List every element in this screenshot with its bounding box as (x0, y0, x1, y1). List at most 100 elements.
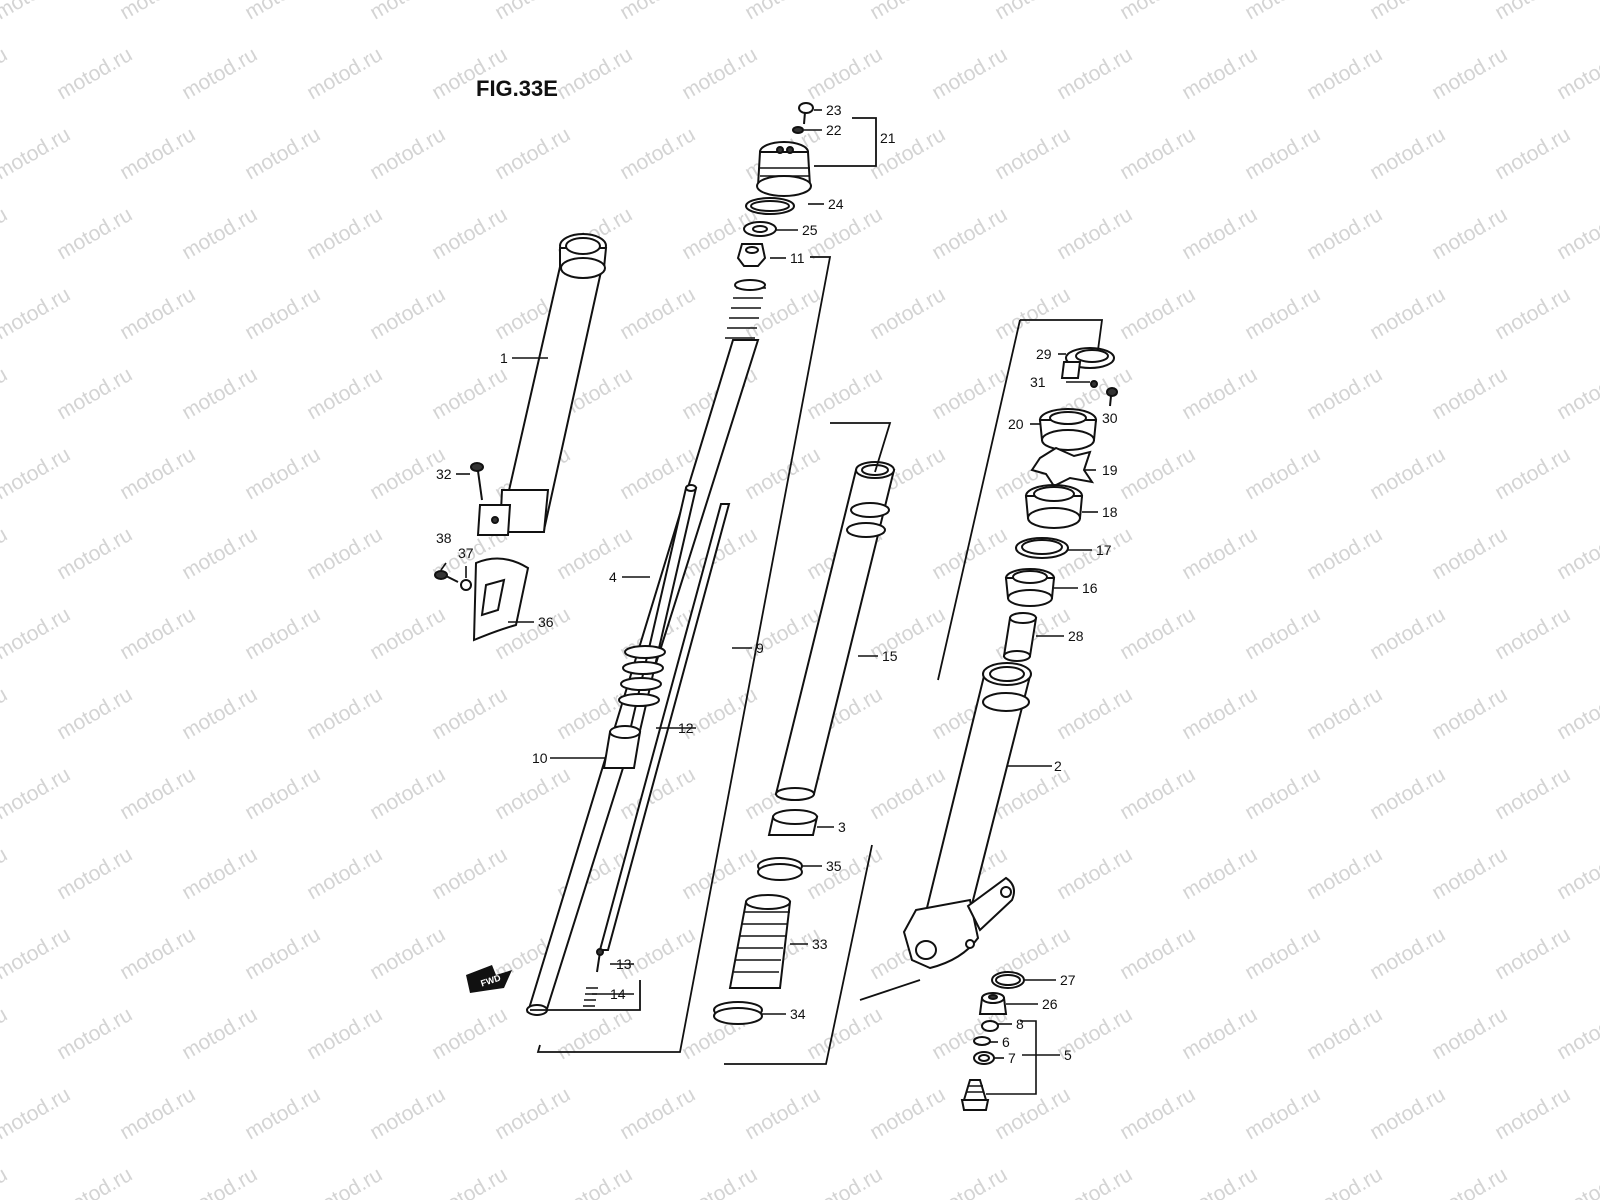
figure-title: FIG.33E (476, 76, 558, 101)
watermark-text: motod.ru (1241, 763, 1324, 824)
watermark-text: motod.ru (1428, 363, 1511, 424)
watermark-text: motod.ru (616, 0, 699, 24)
watermark-text: motod.ru (1553, 843, 1600, 904)
watermark-text: motod.ru (1553, 1003, 1600, 1064)
watermark-text: motod.ru (616, 283, 699, 344)
part-32-bolt (470, 462, 484, 501)
watermark-text: motod.ru (241, 763, 324, 824)
watermark-text: motod.ru (53, 683, 136, 744)
part-20-seal-holder (1038, 408, 1098, 451)
watermark-text: motod.ru (428, 683, 511, 744)
watermark-text: motod.ru (1366, 443, 1449, 504)
watermark-text: motod.ru (616, 763, 699, 824)
callout-4: 4 (609, 569, 617, 585)
watermark-text: motod.ru (1428, 1003, 1511, 1064)
callout-8: 8 (1016, 1016, 1024, 1032)
watermark-text: motod.ru (741, 443, 824, 504)
watermark-text: motod.ru (241, 123, 324, 184)
callout-13: 13 (616, 956, 632, 972)
callout-1: 1 (500, 350, 508, 366)
part-13-screw (596, 948, 604, 973)
part-6-o-ring (973, 1036, 991, 1046)
callout-34: 34 (790, 1006, 806, 1022)
callout-3: 3 (838, 819, 846, 835)
watermark-text: motod.ru (803, 363, 886, 424)
watermark-text: motod.ru (53, 523, 136, 584)
watermark-text: motod.ru (0, 363, 11, 424)
watermark-text: motod.ru (866, 603, 949, 664)
callout-6: 6 (1002, 1034, 1010, 1050)
watermark-text: motod.ru (1241, 1083, 1324, 1144)
watermark-text: motod.ru (1241, 923, 1324, 984)
callout-28: 28 (1068, 628, 1084, 644)
watermark-text: motod.ru (0, 123, 74, 184)
part-19-gasket (1030, 446, 1095, 488)
watermark-text: motod.ru (303, 363, 386, 424)
callout-37: 37 (458, 545, 474, 561)
watermark-text: motod.ru (428, 363, 511, 424)
watermark-text: motod.ru (1116, 923, 1199, 984)
watermark-text: motod.ru (1303, 843, 1386, 904)
watermark-text: motod.ru (178, 1003, 261, 1064)
watermark-text: motod.ru (428, 1003, 511, 1064)
watermark-text: motod.ru (1553, 203, 1600, 264)
watermark-text: motod.ru (303, 43, 386, 104)
watermark-text: motod.ru (366, 603, 449, 664)
watermark-text: motod.ru (1303, 1003, 1386, 1064)
watermark-text: motod.ru (1366, 123, 1449, 184)
watermark-text: motod.ru (1303, 363, 1386, 424)
watermark-text: motod.ru (303, 1163, 386, 1200)
callout-12: 12 (678, 720, 694, 736)
watermark-text: motod.ru (491, 763, 574, 824)
part-27-o-ring (991, 971, 1025, 989)
callout-36: 36 (538, 614, 554, 630)
watermark-text: motod.ru (178, 43, 261, 104)
watermark-text: motod.ru (1553, 43, 1600, 104)
watermark-text: motod.ru (0, 283, 74, 344)
part-29-clamp (1060, 347, 1115, 379)
watermark-text: motod.ru (491, 1083, 574, 1144)
watermark-text: motod.ru (1428, 843, 1511, 904)
watermark-text: motod.ru (303, 843, 386, 904)
watermark-text: motod.ru (1428, 43, 1511, 104)
watermark-text: motod.ru (1178, 523, 1261, 584)
watermark-text: motod.ru (178, 363, 261, 424)
watermark-text: motod.ru (1116, 123, 1199, 184)
watermark-text: motod.ru (1428, 1163, 1511, 1200)
callout-33: 33 (812, 936, 828, 952)
callout-15: 15 (882, 648, 898, 664)
watermark-text: motod.ru (1241, 0, 1324, 24)
watermark-text: motod.ru (366, 283, 449, 344)
watermark-text: motod.ru (1116, 1083, 1199, 1144)
watermark-text: motod.ru (991, 123, 1074, 184)
watermark-text: motod.ru (428, 843, 511, 904)
callout-23: 23 (826, 102, 842, 118)
watermark-text: motod.ru (678, 843, 761, 904)
part-28-spacer (1002, 612, 1038, 662)
part-25-washer (743, 221, 777, 237)
watermark-text: motod.ru (116, 123, 199, 184)
part-16-bushing (1004, 568, 1056, 607)
callout-labels: 1 2 3 4 5 6 7 8 9 10 11 12 13 14 15 16 1… (436, 102, 1118, 1066)
callout-30: 30 (1102, 410, 1118, 426)
callout-2: 2 (1054, 758, 1062, 774)
watermark-text: motod.ru (741, 283, 824, 344)
watermark-text: motod.ru (1553, 363, 1600, 424)
part-38-bolt (434, 570, 459, 583)
watermark-text: motod.ru (303, 1003, 386, 1064)
part-4-rebound-spring (618, 645, 666, 707)
watermark-text: motod.ru (678, 1163, 761, 1200)
callout-26: 26 (1042, 996, 1058, 1012)
watermark-text: motod.ru (241, 443, 324, 504)
callout-19: 19 (1102, 462, 1118, 478)
watermark-text: motod.ru (1366, 763, 1449, 824)
watermark-text: motod.ru (866, 123, 949, 184)
watermark-text: motod.ru (1491, 923, 1574, 984)
watermark-text: motod.ru (116, 763, 199, 824)
watermark-text: motod.ru (866, 283, 949, 344)
watermark-text: motod.ru (1241, 443, 1324, 504)
watermark-text: motod.ru (1366, 283, 1449, 344)
watermark-text: motod.ru (1241, 603, 1324, 664)
watermark-text: motod.ru (1366, 923, 1449, 984)
